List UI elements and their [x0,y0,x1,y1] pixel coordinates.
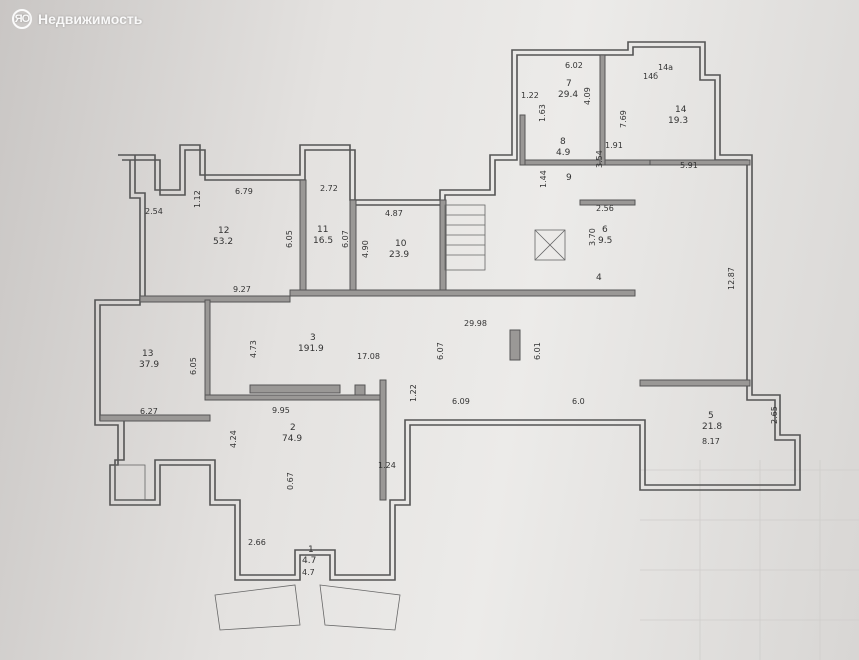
svg-text:4.09: 4.09 [583,87,592,105]
svg-text:2.72: 2.72 [320,184,338,193]
room-5-area: 21.8 [702,422,722,432]
dimension-labels: 6.02 1.22 4.09 1.63 7.69 1.91 3.54 1.44 … [140,61,779,577]
svg-text:6.02: 6.02 [565,61,583,70]
svg-text:3.54: 3.54 [595,150,604,168]
room-7-number: 7 [566,79,572,89]
svg-text:1.12: 1.12 [193,190,202,208]
svg-text:1.24: 1.24 [378,461,396,470]
svg-text:6.05: 6.05 [189,357,198,375]
room-2-area: 74.9 [282,434,302,444]
svg-text:6.01: 6.01 [533,342,542,360]
room-1-area: 4.7 [302,556,316,566]
room-7-area: 29.4 [558,90,578,100]
watermark: ЯО Недвижимость [12,8,142,30]
watermark-text: Недвижимость [38,11,143,27]
outer-walls [94,41,801,581]
svg-text:6.05: 6.05 [285,230,294,248]
room-3-number: 3 [310,333,316,343]
room-labels: 1 4.7 2 74.9 3 191.9 4 5 21.8 6 9.5 7 29… [139,63,722,566]
room-8-number: 8 [560,137,566,147]
room-4-number: 4 [596,273,602,283]
svg-text:6.27: 6.27 [140,407,158,416]
room-12-number: 12 [218,226,229,236]
room-2-number: 2 [290,423,296,433]
svg-text:1.22: 1.22 [521,91,539,100]
svg-text:1.44: 1.44 [539,170,548,188]
svg-text:1.63: 1.63 [538,104,547,122]
svg-text:6.79: 6.79 [235,187,253,196]
svg-text:6.0: 6.0 [572,397,585,406]
svg-text:4.73: 4.73 [249,340,258,358]
svg-text:8.17: 8.17 [702,437,720,446]
brand-logo-icon: ЯО [12,9,32,29]
interior-walls [99,54,751,631]
svg-text:1.91: 1.91 [605,141,623,150]
room-13-number: 13 [142,349,153,359]
svg-text:9.27: 9.27 [233,285,251,294]
svg-text:7.69: 7.69 [619,110,628,128]
room-9-number: 9 [566,173,572,183]
room-14-number: 14 [675,105,687,115]
room-11-area: 16.5 [313,236,333,246]
svg-text:4.87: 4.87 [385,209,403,218]
svg-text:6.09: 6.09 [452,397,470,406]
room-14-area: 19.3 [668,116,688,126]
svg-text:5.91: 5.91 [680,161,698,170]
svg-text:3.70: 3.70 [588,228,597,246]
svg-text:12.87: 12.87 [727,267,736,290]
room-8-area: 4.9 [556,148,571,158]
svg-text:2.56: 2.56 [596,204,614,213]
room-10-number: 10 [395,239,407,249]
svg-text:2.65: 2.65 [770,406,779,424]
svg-text:4.90: 4.90 [361,240,370,258]
svg-text:6.07: 6.07 [436,342,445,360]
background-grid [640,460,859,660]
svg-text:17.08: 17.08 [357,352,380,361]
svg-text:29.98: 29.98 [464,319,487,328]
svg-text:0.67: 0.67 [286,472,295,490]
room-13-area: 37.9 [139,360,159,370]
room-1-number: 1 [308,545,314,555]
svg-text:2.66: 2.66 [248,538,266,547]
svg-text:4.24: 4.24 [229,430,238,448]
room-5-number: 5 [708,411,714,421]
svg-text:4.7: 4.7 [302,568,315,577]
room-11-number: 11 [317,225,328,235]
room-12-area: 53.2 [213,237,233,247]
room-10-area: 23.9 [389,250,409,260]
svg-text:2.54: 2.54 [145,207,163,216]
room-6-area: 9.5 [598,236,612,246]
room-3-area: 191.9 [298,344,324,354]
svg-text:1.22: 1.22 [409,384,418,402]
room-14b-number: 14б [643,72,658,81]
room-6-number: 6 [602,225,608,235]
room-14a-number: 14a [658,63,673,72]
svg-text:9.95: 9.95 [272,406,290,415]
svg-text:6.07: 6.07 [341,230,350,248]
